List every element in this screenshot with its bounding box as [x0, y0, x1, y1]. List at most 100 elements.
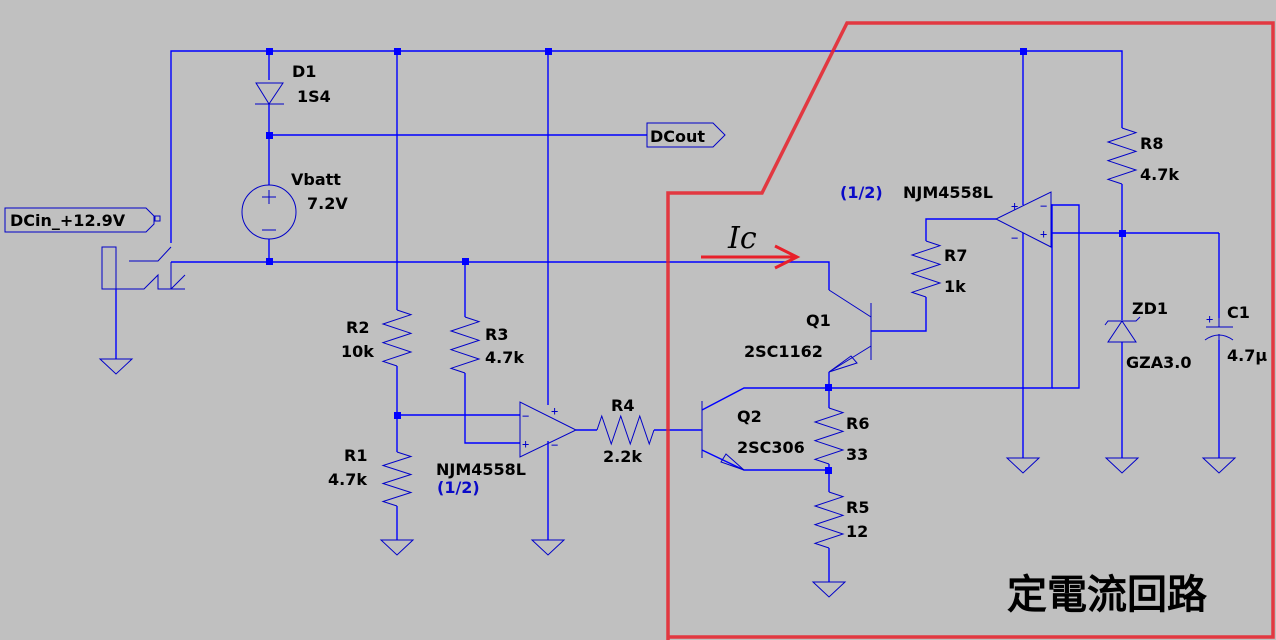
q1-emitter	[828, 345, 872, 373]
resistor-r1-icon	[381, 451, 413, 507]
q2-value: 2SC306	[737, 438, 805, 457]
junctions	[266, 48, 1126, 474]
junction-dot	[1119, 230, 1126, 237]
wire-collector-rail	[171, 261, 830, 290]
r2-value: 10k	[341, 342, 374, 361]
r3-ref: R3	[485, 325, 508, 344]
transistor-q2: Q2 2SC306	[701, 401, 805, 471]
junction-dot	[394, 412, 401, 419]
wire-r7-opamp2	[925, 218, 996, 241]
resistor-labels: R2 10k R3 4.7k R1 4.7k R4 2.2k R7 1k R8 …	[328, 134, 1179, 541]
r1-value: 4.7k	[328, 470, 367, 489]
r5-value: 12	[846, 522, 868, 541]
dc-jack-symbol	[101, 246, 186, 359]
inverting-input-sign: −	[522, 409, 529, 423]
junction-dot	[825, 384, 832, 391]
ground-icon	[98, 358, 134, 375]
vplus-sign: +	[1011, 199, 1018, 213]
r3-value: 4.7k	[485, 348, 524, 367]
jack-tip-contact	[129, 246, 172, 262]
r7-ref: R7	[944, 246, 967, 265]
jack-body	[101, 246, 117, 290]
wire-feedback	[1051, 204, 1080, 389]
u1a-unit: (1/2)	[437, 478, 480, 497]
ground-icon	[530, 539, 566, 556]
resistors	[381, 127, 1138, 549]
diode-d1: D1 1S4	[255, 62, 331, 106]
r5-ref: R5	[846, 498, 869, 517]
ground-icon	[379, 539, 415, 556]
d1-value: 1S4	[297, 87, 331, 106]
zd1-value: GZA3.0	[1126, 353, 1191, 372]
port-dcout-label: DCout	[650, 127, 705, 146]
noninverting-input-sign: +	[1040, 227, 1047, 241]
ground-icon	[1201, 457, 1237, 474]
constant-current-region-outline	[666, 21, 1275, 640]
r6-ref: R6	[846, 414, 869, 433]
capacitor-c1: + C1 4.7μ	[1204, 303, 1267, 365]
u1b-value: NJM4558L	[903, 183, 993, 202]
ground-icon	[811, 581, 847, 598]
zener-icon	[1107, 320, 1137, 343]
junction-dot	[1020, 48, 1027, 55]
q1-ref: Q1	[806, 311, 831, 330]
current-arrow: Ic	[701, 221, 801, 270]
port-dcin: DCin_+12.9V	[4, 207, 161, 233]
zd1-ref: ZD1	[1132, 299, 1168, 318]
inverting-input-sign: −	[1040, 199, 1047, 213]
resistor-r4-icon	[596, 414, 655, 446]
junction-dot	[394, 48, 401, 55]
opamp-u1b: − + + − (1/2) NJM4558L	[840, 183, 1052, 248]
vminus-sign: −	[1011, 231, 1018, 245]
r1-ref: R1	[344, 446, 367, 465]
u1b-unit: (1/2)	[840, 183, 883, 202]
q1-emitter-arrow	[828, 355, 858, 373]
resistor-r8-icon	[1106, 127, 1138, 185]
ground-icon	[1104, 457, 1140, 474]
port-dcout: DCout	[646, 122, 726, 148]
q2-ref: Q2	[737, 407, 762, 426]
resistor-r6-icon	[813, 407, 845, 465]
vplus-sign: +	[551, 404, 558, 418]
c1-ref: C1	[1227, 303, 1250, 322]
current-label: Ic	[727, 221, 757, 256]
port-dcin-label: DCin_+12.9V	[10, 211, 126, 230]
region-title: 定電流回路	[1007, 572, 1208, 618]
u1a-value: NJM4558L	[436, 460, 526, 479]
vminus-sign: −	[551, 438, 558, 452]
opamp-u1a: − + + − NJM4558L (1/2)	[436, 401, 578, 497]
opamp-icon	[519, 401, 578, 458]
voltage-source-vbatt: Vbatt 7.2V	[241, 170, 348, 240]
arrow-head-icon	[774, 244, 801, 270]
zener-cathode-bar	[1104, 316, 1141, 326]
resistor-r3-icon	[449, 316, 481, 374]
opamp-icon	[994, 191, 1052, 248]
resistor-r7-icon	[910, 240, 942, 298]
resistor-r2-icon	[381, 309, 413, 367]
d1-ref: D1	[292, 62, 316, 81]
voltage-source-icon	[241, 184, 297, 240]
q1-collector	[828, 289, 872, 318]
q1-value: 2SC1162	[744, 342, 823, 361]
q2-emitter-arrow	[720, 453, 745, 471]
r6-value: 33	[846, 445, 868, 464]
port-dcout-outline	[646, 122, 726, 148]
r4-ref: R4	[611, 396, 634, 415]
transistor-q1: Q1 2SC1162	[744, 289, 872, 373]
polarity-plus-sign: +	[1206, 312, 1213, 326]
wire-noninv-input	[464, 373, 520, 444]
noninverting-input-sign: +	[522, 437, 529, 451]
jack-switch	[170, 274, 186, 290]
c1-value: 4.7μ	[1227, 346, 1267, 365]
diode-icon	[255, 82, 284, 105]
r8-value: 4.7k	[1140, 165, 1179, 184]
junction-dot	[266, 258, 273, 265]
r8-ref: R8	[1140, 134, 1163, 153]
port-dcin-outline	[4, 207, 155, 233]
r4-value: 2.2k	[603, 447, 642, 466]
junction-dot	[266, 132, 273, 139]
port-dcin-pin	[154, 215, 161, 222]
grounds	[98, 358, 1237, 598]
junction-dot	[825, 467, 832, 474]
